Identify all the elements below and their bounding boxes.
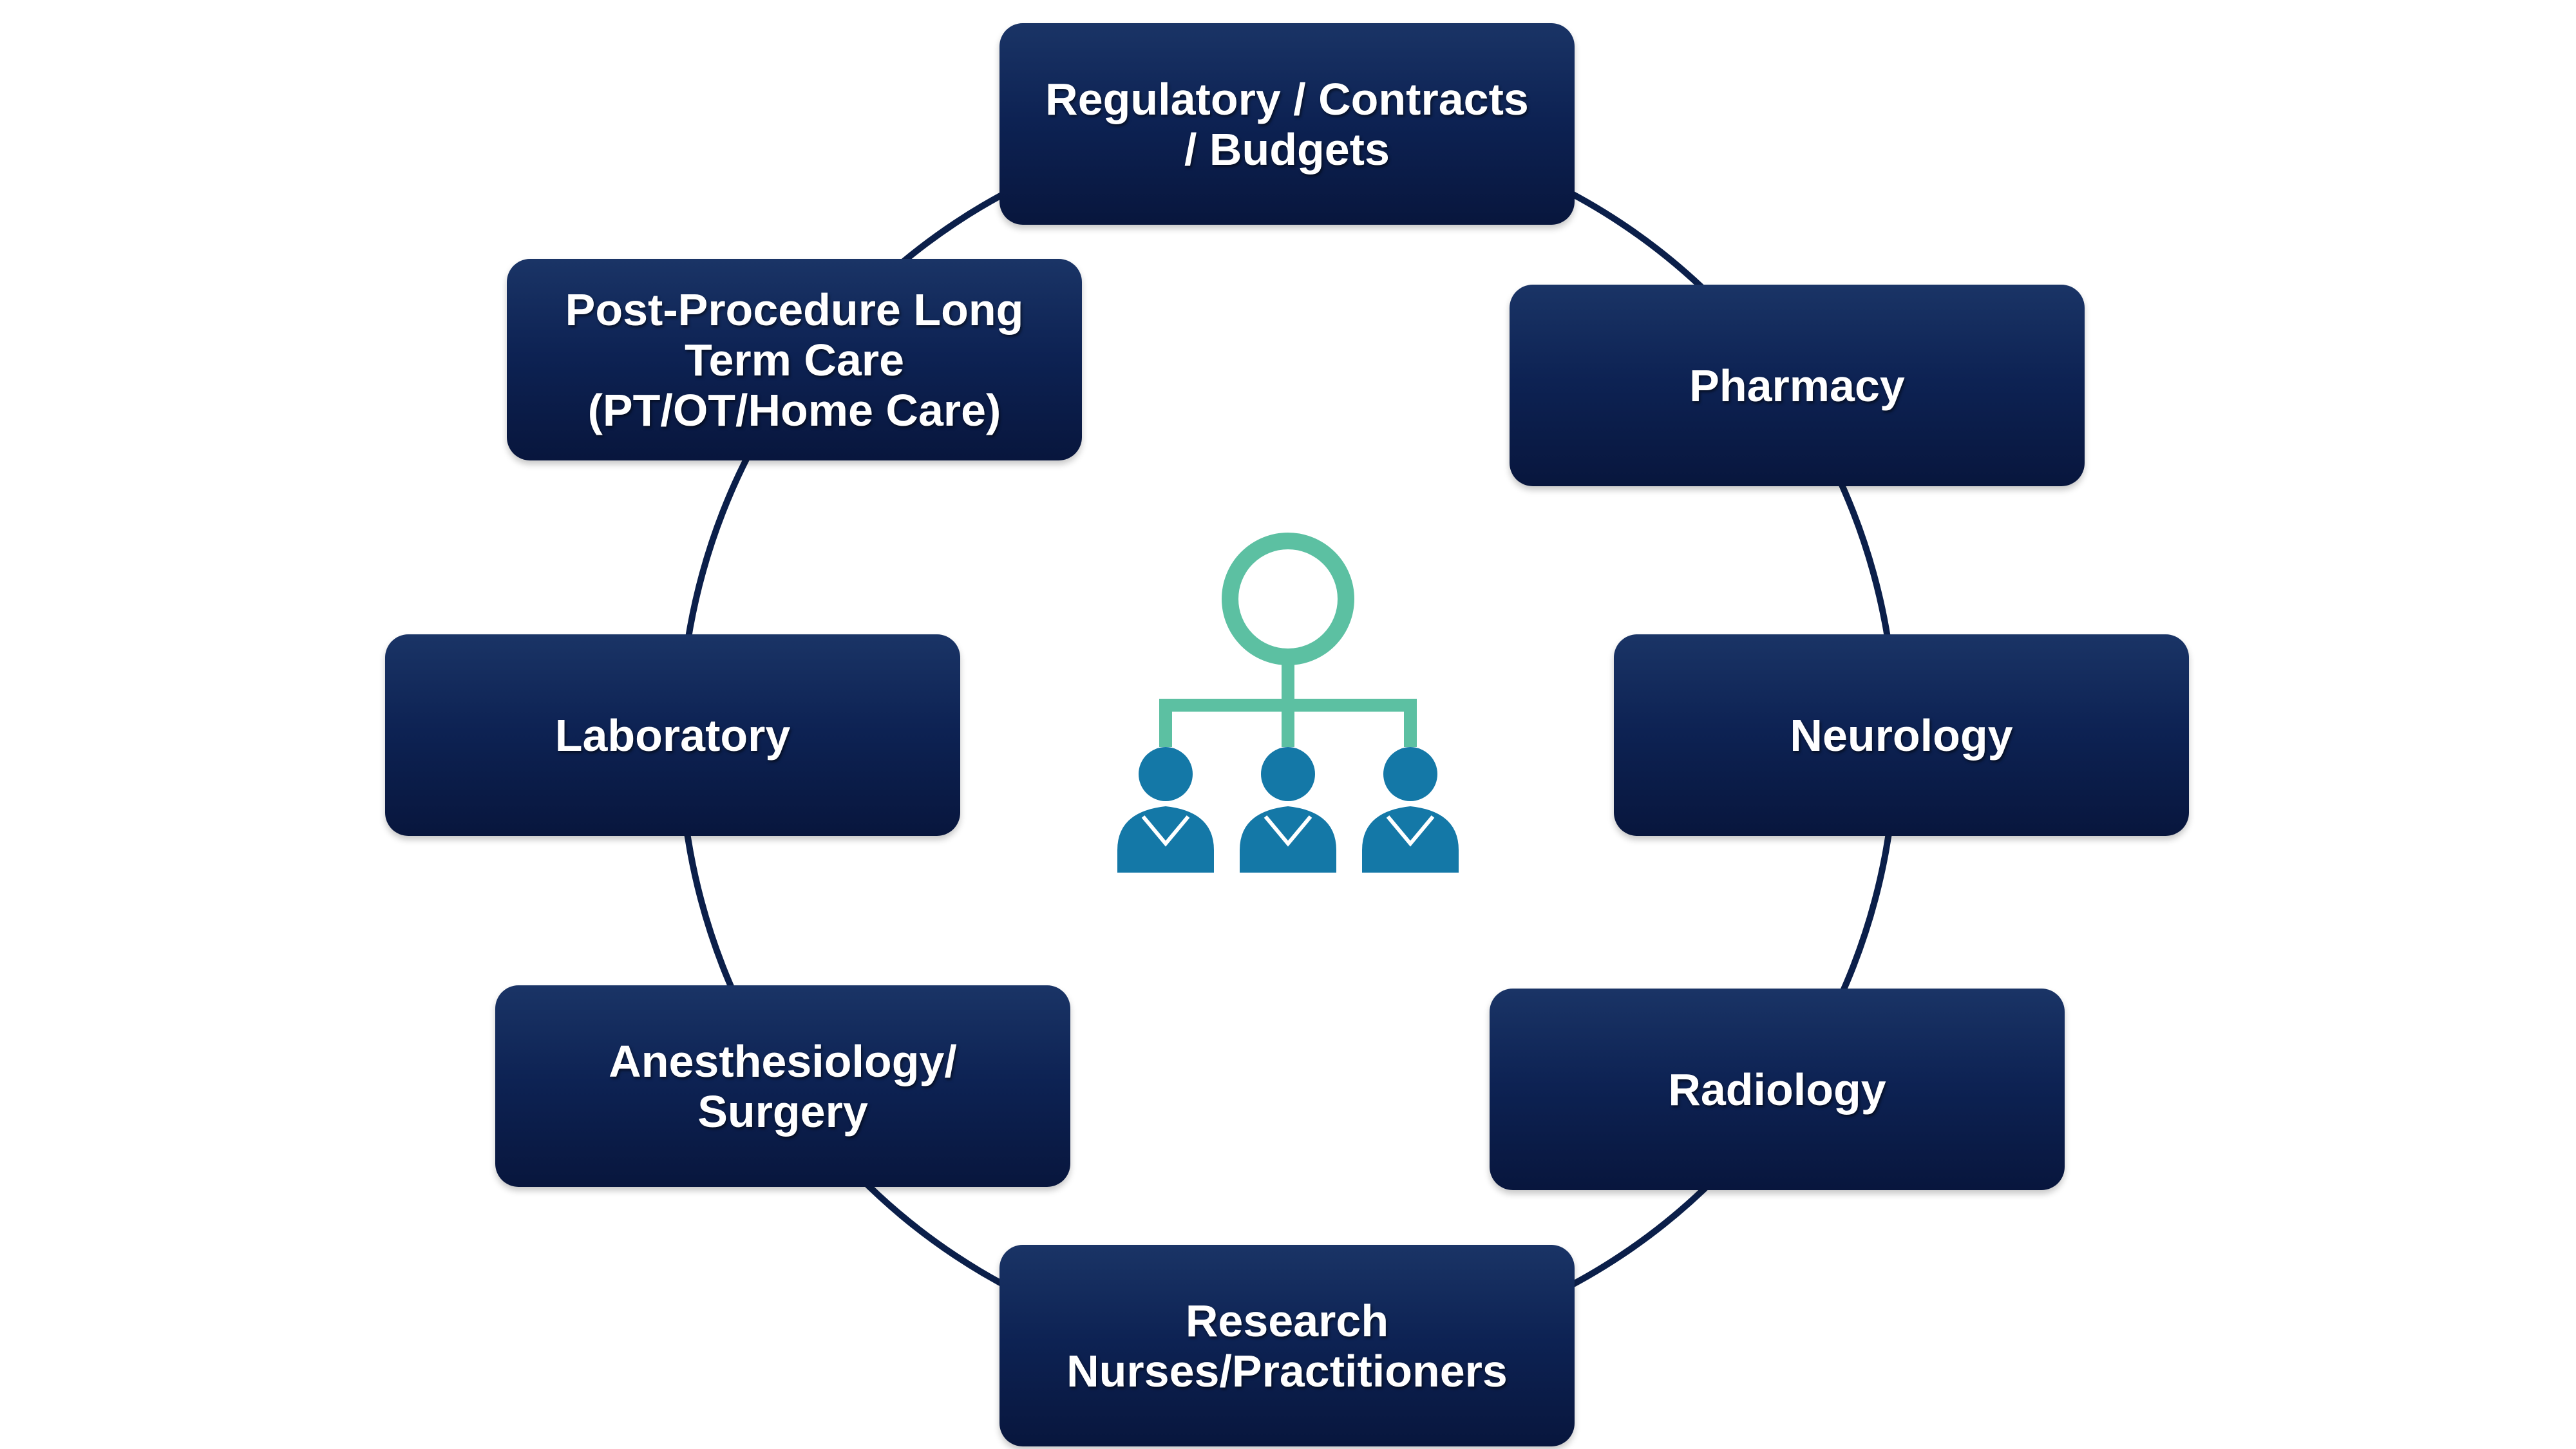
node-neurology: Neurology	[1614, 634, 2189, 836]
node-label: Radiology	[1668, 1064, 1886, 1115]
node-label: Laboratory	[554, 710, 791, 761]
node-label: Research Nurses/Practitioners	[1066, 1295, 1508, 1396]
node-label: Neurology	[1790, 710, 2013, 761]
node-laboratory: Laboratory	[385, 634, 960, 836]
node-radiology: Radiology	[1490, 989, 2065, 1190]
node-regulatory-contracts-budgets: Regulatory / Contracts / Budgets	[999, 23, 1575, 225]
node-label: Pharmacy	[1689, 360, 1905, 411]
person-icon-right	[1362, 747, 1459, 873]
person-icon-middle	[1240, 747, 1336, 873]
node-pharmacy: Pharmacy	[1510, 285, 2085, 486]
node-label: Anesthesiology/ Surgery	[609, 1036, 957, 1137]
node-label: Regulatory / Contracts / Budgets	[1045, 73, 1529, 175]
hierarchy-lines	[1159, 657, 1417, 747]
node-anesthesiology-surgery: Anesthesiology/ Surgery	[495, 985, 1070, 1187]
leader-circle-icon	[1222, 533, 1354, 665]
person-icon-left	[1117, 747, 1214, 873]
node-post-procedure-long-term-care: Post-Procedure Long Term Care (PT/OT/Hom…	[507, 259, 1082, 460]
node-research-nurses-practitioners: Research Nurses/Practitioners	[999, 1245, 1575, 1446]
node-label: Post-Procedure Long Term Care (PT/OT/Hom…	[565, 284, 1024, 435]
organization-team-icon	[1117, 533, 1459, 873]
